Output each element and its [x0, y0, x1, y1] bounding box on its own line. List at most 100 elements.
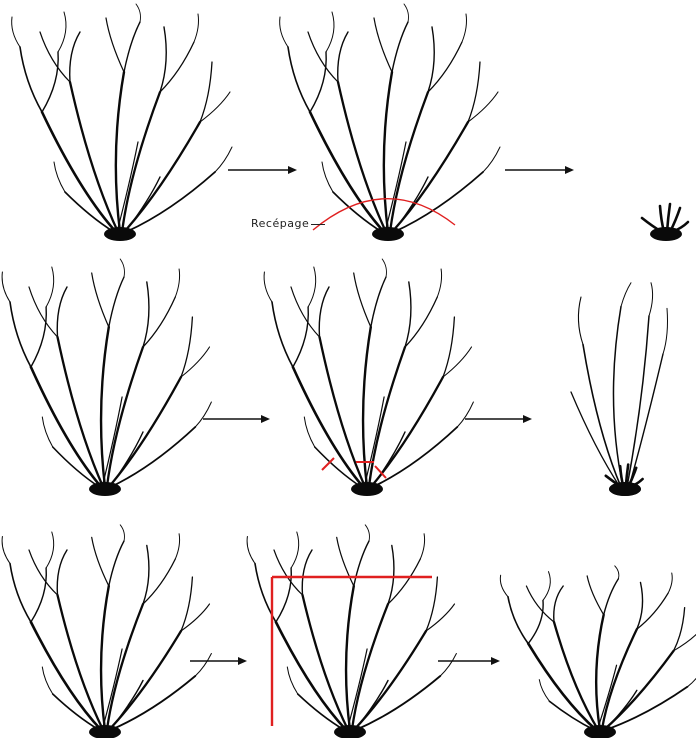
- branch: [194, 14, 199, 42]
- branch: [583, 345, 621, 488]
- branch: [356, 676, 441, 730]
- branch: [143, 546, 149, 605]
- branch: [106, 18, 124, 72]
- bush-row1-initial: [12, 4, 232, 241]
- branch: [291, 287, 320, 337]
- branch: [365, 525, 369, 541]
- branch: [500, 575, 508, 597]
- branch: [215, 147, 232, 172]
- branch: [200, 62, 212, 122]
- branch: [29, 287, 58, 337]
- branch: [31, 568, 46, 622]
- branch: [109, 277, 124, 327]
- branch: [2, 272, 10, 302]
- branch: [20, 47, 42, 112]
- branch: [58, 595, 104, 730]
- branch: [58, 12, 66, 52]
- branch: [46, 267, 54, 307]
- branch: [443, 317, 454, 377]
- branch: [554, 622, 598, 730]
- branch: [247, 537, 255, 564]
- branch: [668, 573, 672, 593]
- branch: [31, 367, 101, 487]
- branch: [293, 367, 363, 487]
- branch: [31, 307, 46, 367]
- branch: [405, 282, 411, 347]
- branch: [578, 297, 583, 345]
- arrow-row1-b: [505, 166, 574, 174]
- branch: [126, 172, 215, 232]
- branch: [308, 267, 316, 307]
- branch: [287, 667, 297, 694]
- branch: [457, 402, 473, 427]
- branch: [382, 259, 386, 277]
- arrow-row3-a: [190, 657, 247, 665]
- branch: [111, 427, 196, 487]
- branch: [649, 283, 653, 316]
- branch: [181, 317, 192, 377]
- branch: [42, 667, 52, 694]
- bush-drawings: [2, 4, 696, 738]
- branch: [374, 18, 392, 72]
- root-stump: [351, 482, 383, 496]
- branch: [437, 269, 441, 297]
- bush-row3-marked: [247, 525, 456, 738]
- branch: [606, 687, 688, 730]
- cut-lines: [272, 199, 455, 726]
- branch: [10, 302, 31, 367]
- branch: [392, 122, 468, 232]
- branch: [508, 597, 528, 644]
- arrow-row3-b: [438, 657, 500, 665]
- bush-row2-thinned: [571, 283, 668, 496]
- branch: [40, 32, 70, 82]
- branch: [687, 669, 696, 687]
- arrows: [190, 166, 574, 665]
- branch: [143, 282, 149, 347]
- branch: [120, 259, 124, 277]
- branch: [92, 537, 109, 586]
- branch: [291, 532, 299, 568]
- branch: [338, 32, 348, 82]
- branch: [70, 32, 80, 82]
- branch: [354, 631, 426, 730]
- branch: [109, 377, 181, 487]
- branch: [621, 283, 631, 307]
- branch: [70, 82, 118, 232]
- branch: [543, 572, 550, 601]
- branch: [109, 631, 181, 730]
- branch: [195, 654, 211, 677]
- branch: [528, 600, 543, 643]
- branch: [2, 537, 10, 564]
- root-stump: [372, 227, 404, 241]
- branch: [629, 354, 663, 487]
- branch: [46, 532, 54, 568]
- branch: [31, 622, 101, 730]
- branch: [288, 47, 310, 112]
- branch: [337, 537, 354, 586]
- bush-row3-initial: [2, 525, 211, 738]
- branch: [428, 27, 434, 92]
- branch: [276, 622, 346, 730]
- branch: [124, 22, 140, 72]
- branch: [526, 586, 554, 622]
- branch: [272, 302, 293, 367]
- branch: [12, 17, 20, 47]
- arrow-row2-b: [465, 415, 532, 423]
- branch: [302, 550, 312, 595]
- branch: [627, 316, 649, 487]
- branch: [10, 564, 31, 623]
- branch: [371, 377, 443, 487]
- branch: [604, 651, 674, 730]
- root-stump: [104, 227, 136, 241]
- branch: [392, 22, 408, 72]
- bush-row2-marked: [264, 259, 473, 496]
- recepage-label: Recépage: [251, 217, 325, 230]
- branch: [111, 676, 196, 730]
- branch: [120, 525, 124, 541]
- branch: [674, 629, 696, 651]
- branch: [371, 277, 386, 327]
- branch: [42, 417, 52, 447]
- branch: [29, 550, 58, 595]
- branch: [308, 32, 338, 82]
